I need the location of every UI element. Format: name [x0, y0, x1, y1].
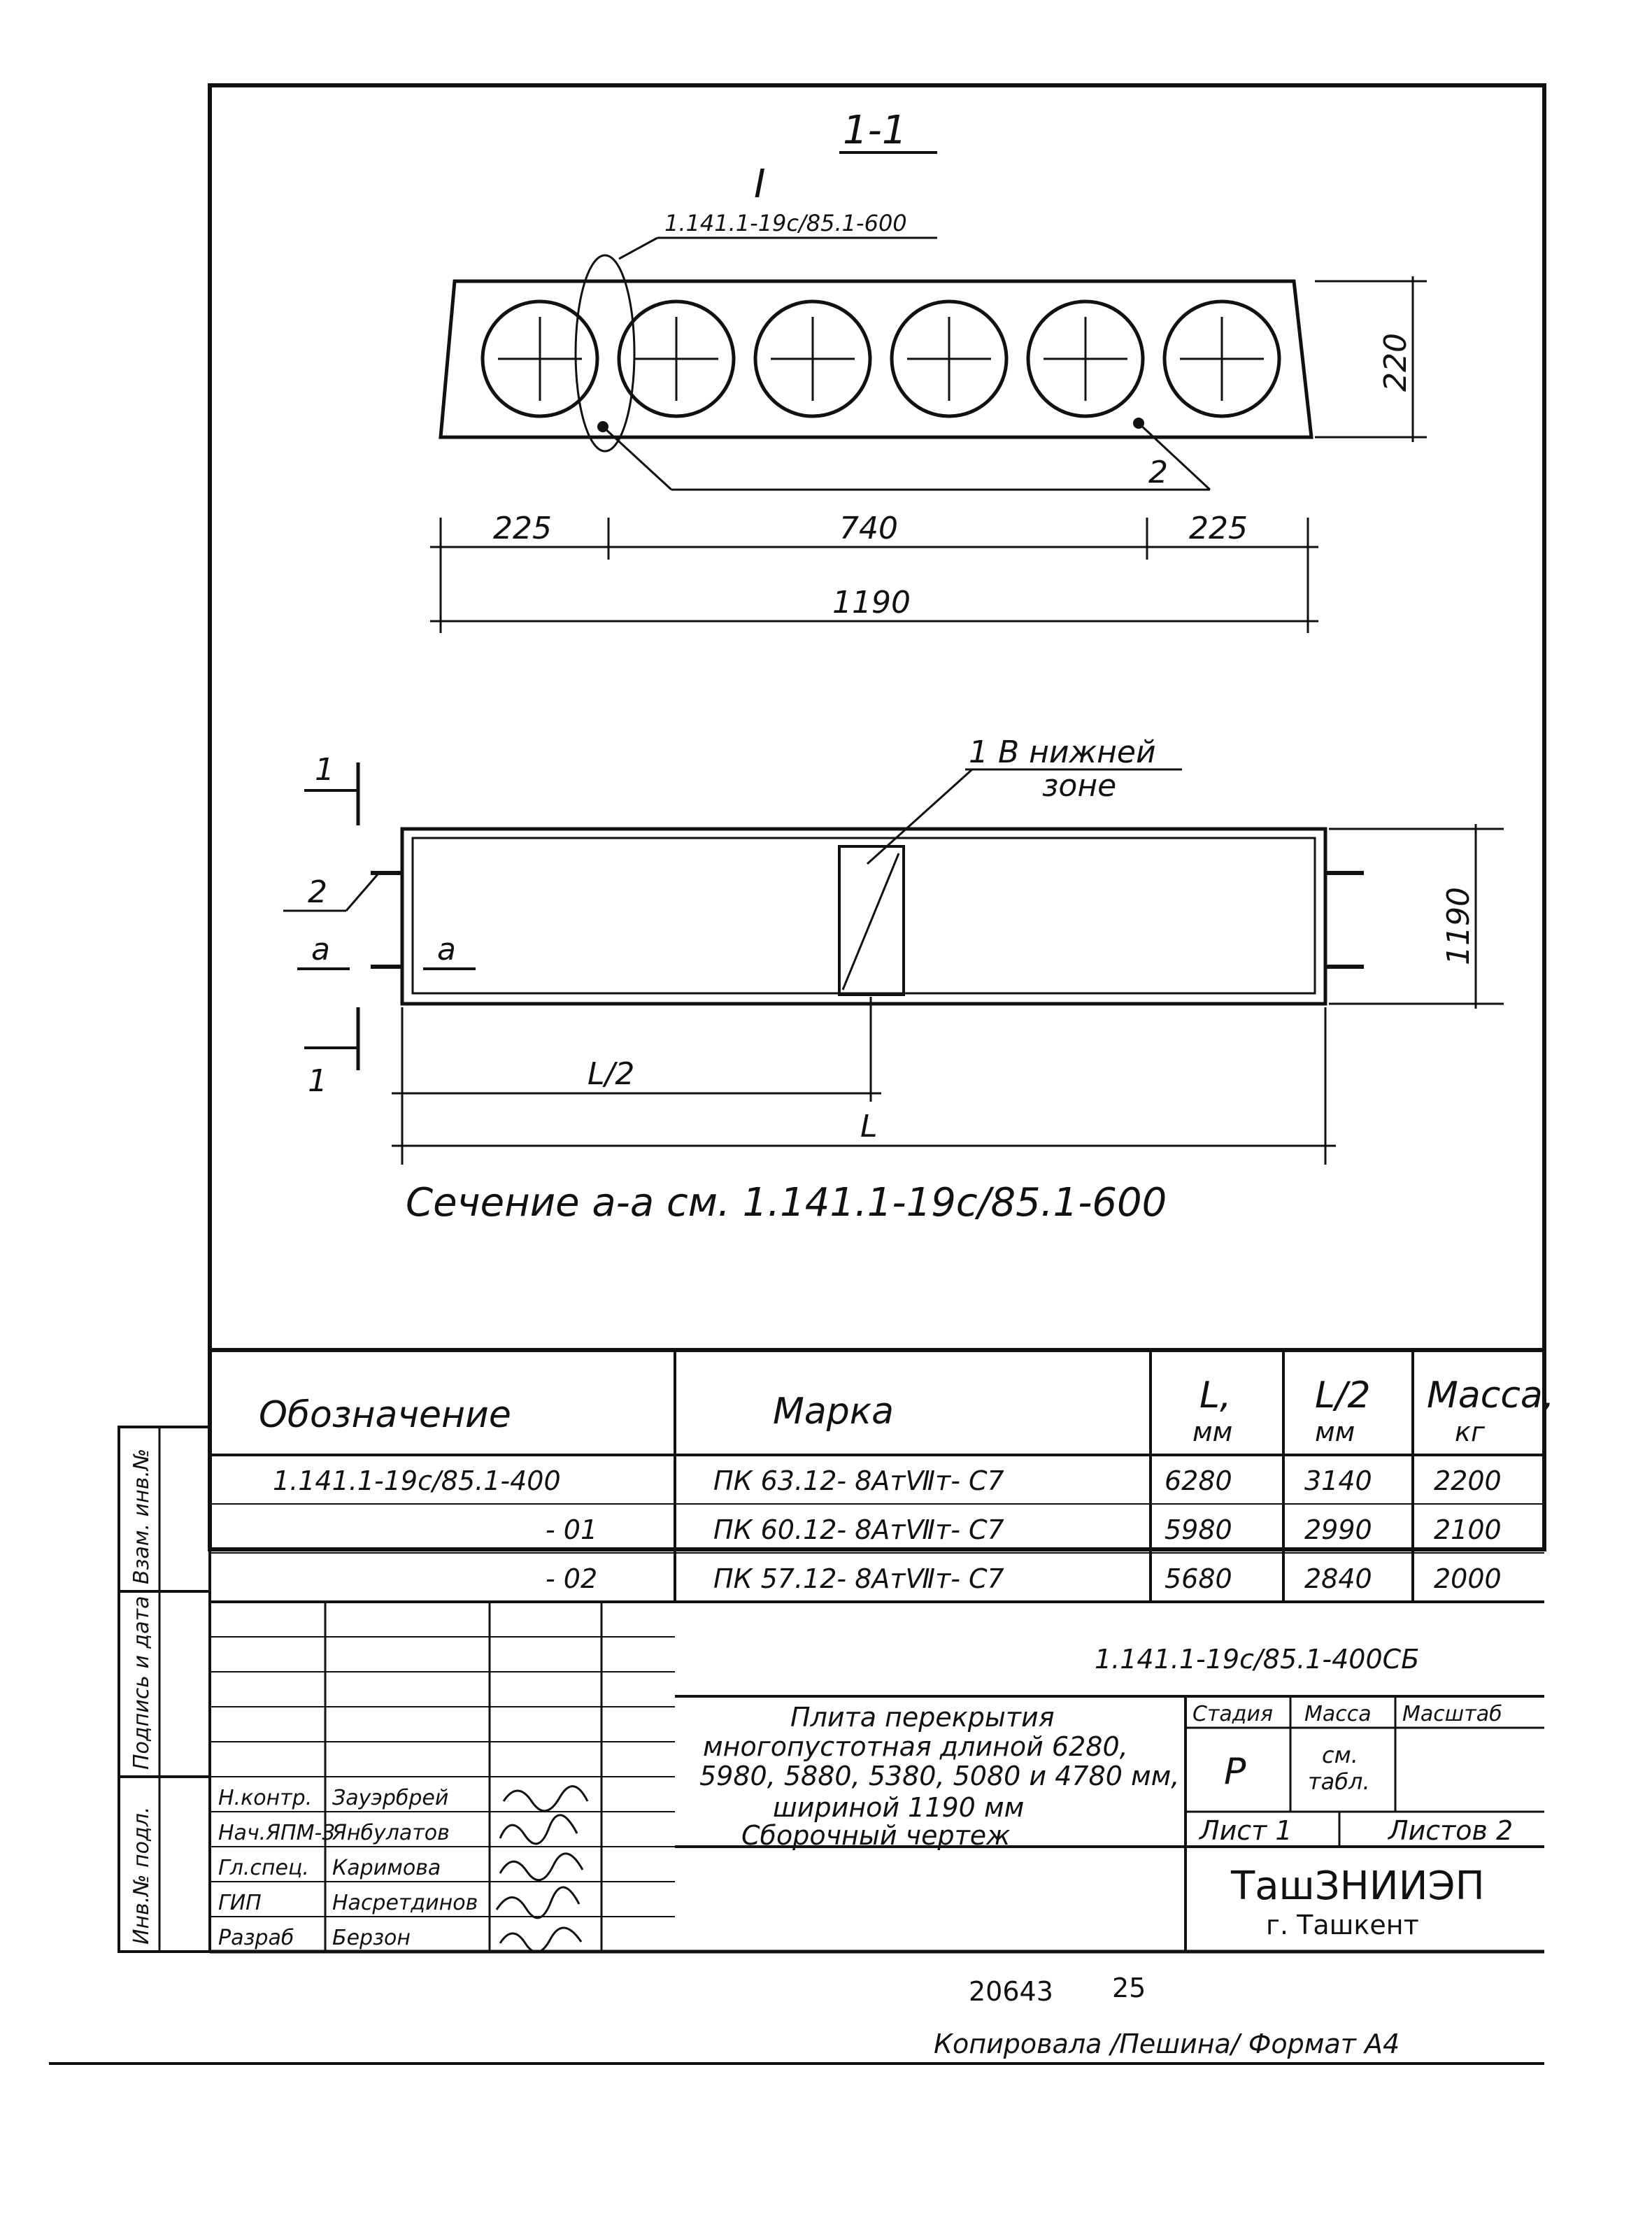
row0-designation: 1.141.1-19c/85.1-400 — [273, 1465, 561, 1496]
header-designation: Обозначение — [259, 1394, 511, 1436]
side-strip: Взам. инв.№ Подпись и дата Инв.№ подл. — [118, 1426, 211, 1953]
row0-mark: ПК 63.12- 8АтⅦт- С7 — [713, 1465, 1004, 1496]
footer-number: 20643 — [969, 1976, 1053, 2007]
title-l3: 5980, 5880, 5380, 5080 и 4780 мм, — [699, 1761, 1179, 1791]
staff-name-2: Каримова — [332, 1856, 441, 1880]
staff-role-4: Разраб — [218, 1926, 294, 1950]
staff-name-1: Янбулатов — [332, 1821, 450, 1845]
stage-header: Стадия — [1192, 1702, 1273, 1726]
dim-height: 220 — [1378, 333, 1414, 392]
staff-name-4: Берзон — [332, 1926, 411, 1950]
spec-table: Обозначение Марка L, мм L/2 мм Масса, кг… — [210, 1348, 1554, 1603]
doc-code: 1.141.1-19c/85.1-400СБ — [1095, 1644, 1419, 1675]
plan-view: 1 В нижней зоне 1 1 2 a a 1190 — [283, 734, 1504, 1226]
plan-label-a2: a — [437, 932, 456, 967]
header-mass: Масса, — [1427, 1375, 1554, 1416]
row1-mass: 2100 — [1434, 1514, 1502, 1545]
staff-name-0: Зауэрбрей — [332, 1786, 448, 1810]
header-L2-unit: мм — [1315, 1416, 1355, 1447]
callout-ref: 1.141.1-19c/85.1-600 — [664, 210, 907, 236]
signature-2 — [499, 1852, 584, 1881]
dim-L: L — [860, 1109, 878, 1144]
title-l2: многопустотная длиной 6280, — [703, 1731, 1128, 1762]
slab-plan-outline — [400, 827, 1327, 1006]
dim-total: 1190 — [832, 585, 911, 620]
title-l5: Сборочный чертеж — [741, 1820, 1010, 1851]
staff-role-2: Гл.спец. — [218, 1856, 309, 1880]
staff-role-3: ГИП — [218, 1891, 262, 1915]
row2-L2: 2840 — [1304, 1563, 1372, 1594]
header-mark: Марка — [773, 1391, 894, 1433]
signature-4 — [499, 1926, 583, 1953]
slab-section-outline — [439, 279, 1313, 439]
title-l1: Плита перекрытия — [790, 1702, 1055, 1733]
row0-L2: 3140 — [1304, 1465, 1372, 1496]
row1-mark: ПК 60.12- 8АтⅦт- С7 — [713, 1514, 1004, 1545]
section-1-1: 1-1 I 1.141.1-19c/85.1-600 2 — [430, 108, 1427, 633]
footer-page: 25 — [1112, 1973, 1146, 2003]
mass-header: Масса — [1304, 1702, 1372, 1726]
signature-0 — [502, 1785, 589, 1812]
title-block: 1.141.1-19c/85.1-400СБ Плита перекрытия … — [210, 1602, 1544, 1954]
org-name: ТашЗНИИЭП — [1230, 1863, 1485, 1909]
header-L: L, — [1199, 1375, 1232, 1416]
signature-3 — [495, 1886, 581, 1919]
section-title: 1-1 — [843, 108, 906, 153]
reinforcement-zone — [838, 845, 905, 996]
dim-right: 225 — [1189, 511, 1248, 546]
row2-mass: 2000 — [1434, 1563, 1502, 1594]
plan-label-1b: 1 — [308, 1063, 327, 1099]
plan-label-1a: 1 — [315, 752, 334, 788]
row1-designation: - 01 — [546, 1514, 597, 1545]
mass-value-2: табл. — [1308, 1768, 1370, 1795]
sheet-number: Лист 1 — [1198, 1815, 1293, 1846]
callout-I: I — [754, 162, 766, 207]
staff-role-0: Н.контр. — [218, 1786, 312, 1810]
row1-L: 5980 — [1165, 1514, 1232, 1545]
plan-label-a1: a — [311, 932, 330, 967]
title-l4: шириной 1190 мм — [773, 1792, 1024, 1823]
signature-1 — [499, 1814, 578, 1845]
header-L-unit: мм — [1192, 1416, 1232, 1447]
dim-half: L/2 — [588, 1056, 634, 1092]
dim-mid: 740 — [839, 511, 898, 546]
staff-role-1: Нач.ЯПМ-3 — [218, 1821, 335, 1845]
scale-header: Масштаб — [1402, 1702, 1502, 1726]
header-L2: L/2 — [1315, 1375, 1371, 1416]
note-1: 1 В нижней — [969, 734, 1156, 770]
row2-designation: - 02 — [546, 1563, 597, 1594]
staff-name-3: Насретдинов — [332, 1891, 478, 1915]
dim-width: 1190 — [1441, 887, 1476, 965]
row2-mark: ПК 57.12- 8АтⅦт- С7 — [713, 1563, 1004, 1594]
side-label-3: Инв.№ подл. — [129, 1807, 154, 1945]
hollow-cores — [480, 299, 1281, 418]
note-1b: зоне — [1042, 768, 1116, 804]
section-note: Сечение a-a см. 1.141.1-19c/85.1-600 — [406, 1180, 1167, 1226]
label-2-top: 2 — [1148, 455, 1168, 490]
org-city: г. Ташкент — [1266, 1910, 1419, 1940]
plan-label-2: 2 — [308, 874, 327, 910]
side-label-2: Подпись и дата — [129, 1596, 154, 1770]
mass-value-1: см. — [1322, 1742, 1358, 1768]
dim-left: 225 — [493, 511, 552, 546]
header-mass-unit: кг — [1455, 1416, 1486, 1447]
row0-L: 6280 — [1165, 1465, 1232, 1496]
row2-L: 5680 — [1165, 1563, 1232, 1594]
sheets-count: Листов 2 — [1387, 1815, 1513, 1846]
footer-copy: Копировала /Пешина/ Формат А4 — [934, 2029, 1400, 2059]
row0-mass: 2200 — [1434, 1465, 1502, 1496]
stage-value: Р — [1224, 1751, 1246, 1793]
sheet-frame — [208, 83, 1546, 1551]
side-label-1: Взам. инв.№ — [129, 1449, 154, 1584]
row1-L2: 2990 — [1304, 1514, 1372, 1545]
